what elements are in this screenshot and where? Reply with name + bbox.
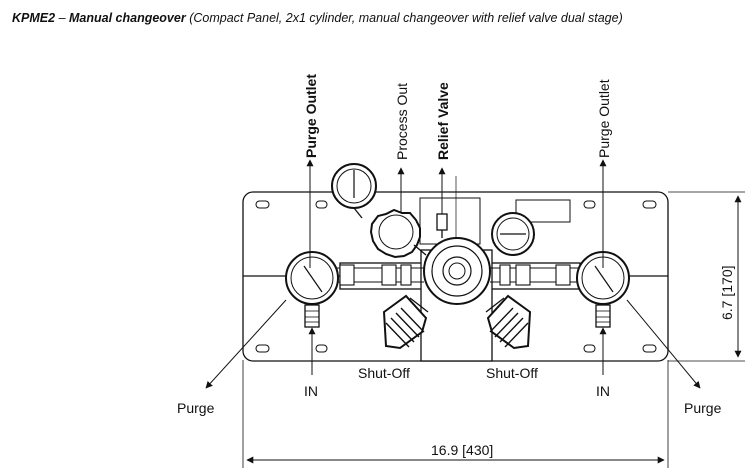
mount-hole bbox=[315, 200, 328, 209]
model-description: (Compact Panel, 2x1 cylinder, manual cha… bbox=[189, 11, 623, 25]
label-relief-valve: Relief Valve bbox=[435, 82, 451, 160]
label-shutoff-right: Shut-Off bbox=[486, 365, 538, 381]
label-purge-outlet-left: Purge Outlet bbox=[303, 74, 319, 158]
label-process-out: Process Out bbox=[394, 83, 410, 160]
label-in-left: IN bbox=[304, 383, 318, 399]
model-code: KPME2 bbox=[12, 11, 56, 25]
second-stage-gauge bbox=[491, 212, 535, 256]
changeover-valve bbox=[423, 213, 491, 305]
mount-hole bbox=[583, 344, 596, 353]
leader-purge-right bbox=[626, 299, 701, 389]
figure-title: KPME2 – Manual changeover (Compact Panel… bbox=[12, 11, 623, 25]
dimension-height: 6.7 [170] bbox=[719, 266, 735, 321]
dimension-width: 16.9 [430] bbox=[431, 442, 493, 458]
mount-hole bbox=[255, 344, 270, 353]
piping-left bbox=[330, 264, 424, 286]
title-separator: – bbox=[58, 11, 66, 25]
left-purge-gauge bbox=[285, 251, 339, 328]
label-plate bbox=[515, 199, 571, 223]
mount-hole bbox=[255, 200, 270, 209]
mount-hole bbox=[642, 200, 657, 209]
relief-body bbox=[419, 197, 481, 245]
mount-hole bbox=[642, 344, 657, 353]
mount-hole bbox=[583, 200, 596, 209]
mount-hole bbox=[315, 344, 328, 353]
label-purge-right: Purge bbox=[684, 400, 722, 416]
model-name: Manual changeover bbox=[69, 11, 186, 25]
label-purge-outlet-right: Purge Outlet bbox=[596, 79, 612, 158]
right-shutoff-knob bbox=[485, 294, 532, 350]
label-purge-left: Purge bbox=[177, 400, 215, 416]
regulator-knob bbox=[369, 208, 427, 259]
left-shutoff-knob bbox=[382, 294, 429, 350]
label-shutoff-left: Shut-Off bbox=[358, 365, 410, 381]
leader-purge-left bbox=[205, 299, 287, 389]
process-gauge bbox=[331, 163, 377, 219]
label-in-right: IN bbox=[596, 383, 610, 399]
piping-right bbox=[490, 264, 586, 286]
